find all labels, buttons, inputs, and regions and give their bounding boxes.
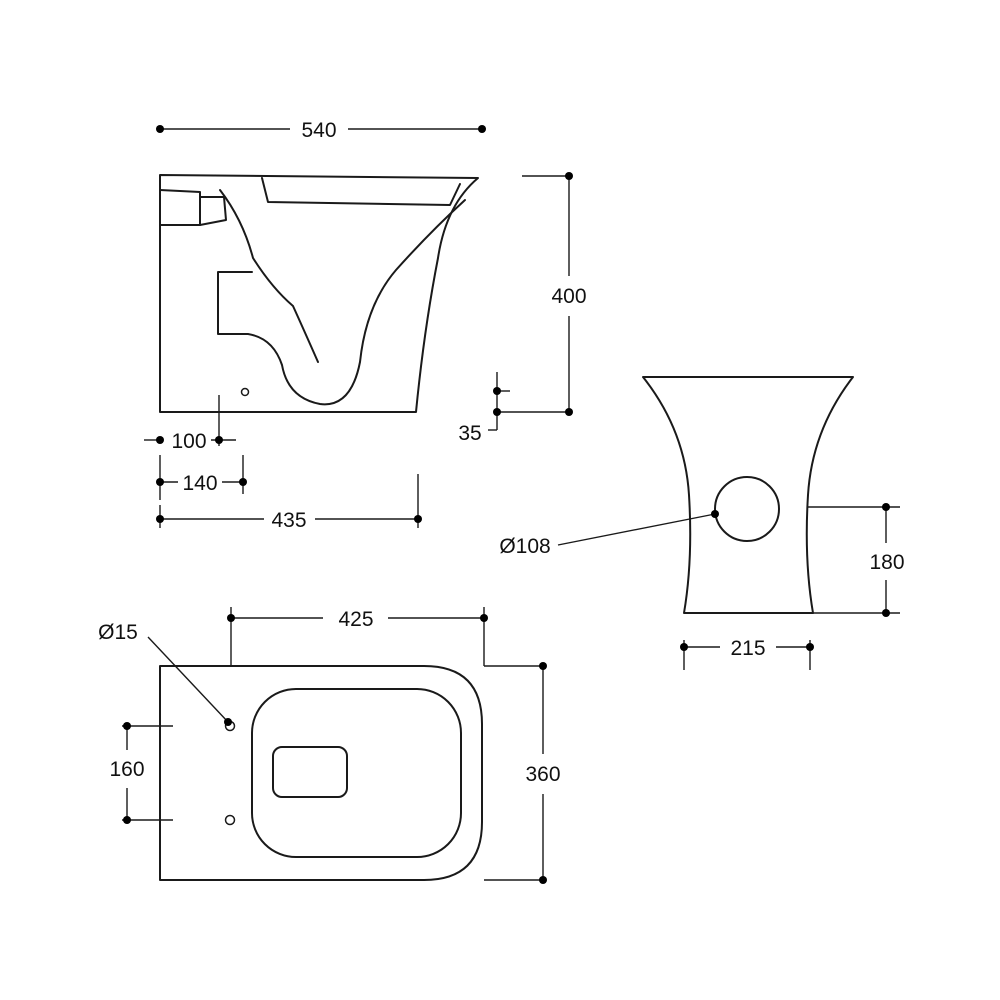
dim-fixing-hole-spacing: 160 — [109, 722, 173, 824]
side-elevation-view — [159, 174, 479, 413]
dim-floor-offset: 35 — [458, 372, 510, 445]
dim-base-depth: 435 — [156, 474, 422, 532]
plan-body-outline — [159, 665, 483, 881]
dim-rear-outlet-height: 180 — [808, 503, 905, 617]
plan-view — [159, 665, 483, 881]
dim-rear-base-width: 215 — [680, 637, 814, 670]
dim-outlet-max: 140 — [156, 455, 247, 500]
dim-label-outlet-min: 100 — [171, 430, 206, 453]
rear-body-outline — [642, 376, 854, 614]
side-bowl-inner — [219, 189, 319, 363]
dim-label-plan-depth: 425 — [338, 608, 373, 631]
side-fixing-hole — [240, 387, 250, 397]
dim-label-outlet-max: 140 — [182, 472, 217, 495]
side-body-outline — [159, 174, 479, 413]
plan-fixing-hole-lower — [224, 814, 236, 826]
dim-outlet-min: 100 — [144, 395, 236, 453]
rear-elevation-view — [642, 376, 854, 614]
dim-plan-width: 360 — [484, 662, 561, 884]
dim-label-fixing-hole-spacing: 160 — [109, 758, 144, 781]
dim-fixing-hole-diameter: Ø15 — [98, 621, 232, 726]
dim-label-rear-base-width: 215 — [730, 637, 765, 660]
plan-outlet-opening — [272, 746, 348, 798]
dim-label-rear-outlet-height: 180 — [869, 551, 904, 574]
plan-bowl-rim — [251, 688, 462, 858]
dim-label-base-depth: 435 — [271, 509, 306, 532]
dim-rear-outlet-diameter: Ø108 — [499, 510, 719, 558]
side-hinge-block — [199, 196, 227, 226]
side-seat-fixing — [159, 189, 201, 226]
side-bowl-outer — [217, 199, 466, 406]
dim-label-side-width: 540 — [301, 119, 336, 142]
side-rim-inner — [261, 177, 461, 206]
rear-outlet-opening — [714, 476, 780, 542]
dim-label-side-height: 400 — [551, 285, 586, 308]
dim-label-fixing-hole-diameter: Ø15 — [98, 621, 138, 644]
dim-label-plan-width: 360 — [525, 763, 560, 786]
dim-label-floor-offset: 35 — [458, 422, 481, 445]
dim-plan-depth: 425 — [227, 607, 540, 667]
dim-side-height: 400 — [498, 172, 587, 416]
dim-label-rear-outlet-diameter: Ø108 — [499, 535, 550, 558]
dim-side-width: 540 — [156, 119, 486, 142]
